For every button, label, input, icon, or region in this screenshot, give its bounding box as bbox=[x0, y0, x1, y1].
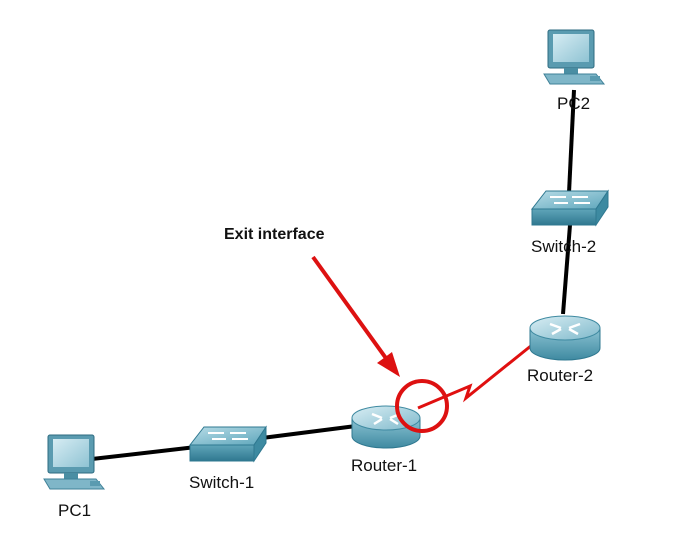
link-switch2-pc2 bbox=[567, 89, 576, 194]
pc2-device[interactable] bbox=[543, 29, 606, 85]
link-switch1-router1 bbox=[261, 424, 357, 440]
link-router1-router2-serial bbox=[417, 343, 533, 410]
links bbox=[91, 89, 576, 461]
switch2-device[interactable] bbox=[530, 189, 609, 227]
pc1-device[interactable] bbox=[43, 434, 106, 490]
pc-icon bbox=[543, 29, 606, 85]
link-router2-switch2 bbox=[561, 224, 572, 315]
exit-interface-label: Exit interface bbox=[224, 226, 325, 243]
router-icon bbox=[529, 315, 601, 361]
switch-icon bbox=[530, 189, 609, 227]
switch2-label: Switch-2 bbox=[531, 237, 596, 256]
router2-label: Router-2 bbox=[527, 366, 593, 385]
pc1-label: PC1 bbox=[58, 501, 91, 520]
pc-icon bbox=[43, 434, 106, 490]
router1-label: Router-1 bbox=[351, 456, 417, 475]
annotation-arrow bbox=[311, 255, 400, 377]
switch1-device[interactable] bbox=[188, 425, 267, 463]
pc2-label: PC2 bbox=[557, 94, 590, 113]
switch-icon bbox=[188, 425, 267, 463]
switch1-label: Switch-1 bbox=[189, 473, 254, 492]
exit-interface-highlight-circle bbox=[395, 379, 449, 433]
arrow-head-icon bbox=[377, 352, 400, 377]
arrow-shaft bbox=[311, 255, 390, 363]
router2-device[interactable] bbox=[529, 315, 601, 361]
link-pc1-switch1 bbox=[91, 445, 197, 461]
